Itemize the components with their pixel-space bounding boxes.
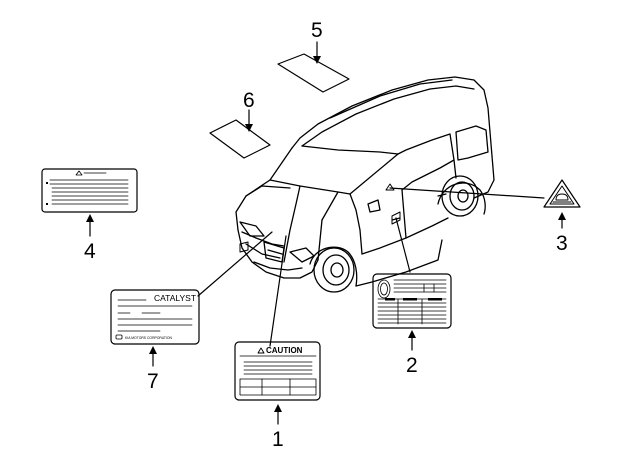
leader-line-1 (269, 235, 287, 347)
label-6-sticker (209, 119, 271, 159)
leader-line-3 (389, 187, 545, 199)
warning-triangle-icon (257, 347, 265, 354)
catalyst-footer: KIA MOTORS CORPORATION (125, 336, 173, 340)
caution-heading: CAUTION (266, 346, 303, 355)
callout-6: 6 (243, 89, 255, 132)
vehicle-illustration (235, 76, 495, 293)
callout-2-text: 2 (406, 354, 418, 377)
callout-2: 2 (406, 330, 418, 377)
label-1-sticker: CAUTION (234, 341, 321, 401)
label-2-sticker (372, 273, 452, 329)
callout-4: 4 (84, 214, 96, 263)
label-3-sticker (543, 179, 581, 208)
callout-6-text: 6 (243, 89, 255, 112)
leader-lines (197, 187, 545, 347)
vehicle-label-markers (239, 183, 401, 253)
label-4-sticker (41, 168, 138, 213)
catalyst-heading: CATALYST (154, 293, 196, 303)
callout-3: 3 (556, 212, 568, 255)
callout-7-text: 7 (147, 370, 159, 393)
label-5-sticker (277, 53, 350, 93)
callout-5: 5 (311, 19, 323, 64)
callout-4-text: 4 (84, 240, 96, 263)
callout-1-text: 1 (272, 428, 284, 451)
airbag-warning-icon (555, 193, 569, 201)
label-7-sticker: CATALYST KIA MOTORS CORPORATION (110, 289, 200, 345)
leader-line-7 (197, 231, 273, 297)
callout-5-text: 5 (311, 19, 323, 42)
leader-line-2 (395, 217, 411, 273)
callout-7: 7 (147, 346, 159, 393)
callout-3-text: 3 (556, 232, 568, 255)
callout-1: 1 (272, 404, 284, 451)
